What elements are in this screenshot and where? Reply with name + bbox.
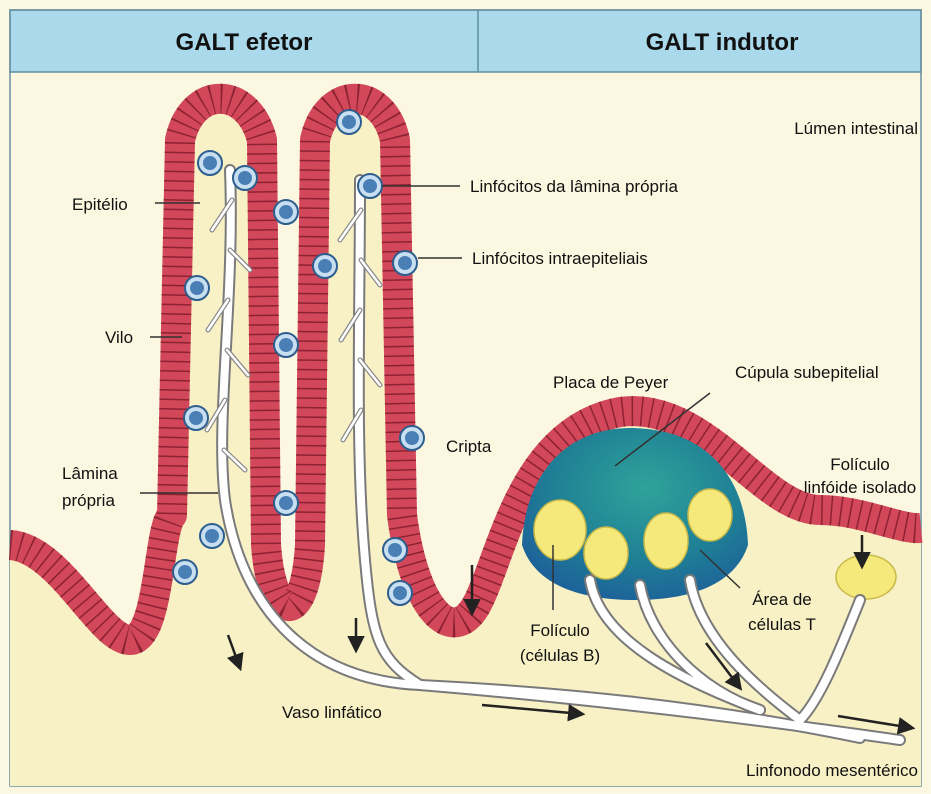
peyer-follicle-3 <box>644 513 688 569</box>
label-area-t-1: Área de <box>752 590 812 609</box>
label-iel: Linfócitos intraepiteliais <box>472 249 648 268</box>
peyer-follicle-4 <box>688 489 732 541</box>
label-linfonodo: Linfonodo mesentérico <box>746 761 918 780</box>
label-folic-b-1: Folículo <box>530 621 590 640</box>
label-lumen: Lúmen intestinal <box>794 119 918 138</box>
label-lamina-2: própria <box>62 491 115 510</box>
peyer-follicle-1 <box>534 500 586 560</box>
isolated-follicle <box>836 555 896 599</box>
lymphocyte <box>200 524 224 548</box>
label-vaso: Vaso linfático <box>282 703 382 722</box>
label-lp-lymphocytes: Linfócitos da lâmina própria <box>470 177 678 196</box>
label-folic-isolado-2: linfóide isolado <box>804 478 916 497</box>
header-galt-indutor: GALT indutor <box>646 29 799 56</box>
label-folic-b-2: (células B) <box>520 646 600 665</box>
label-area-t-2: células T <box>748 615 816 634</box>
lymphocyte <box>184 406 208 430</box>
lymphocyte <box>400 426 424 450</box>
label-cripta: Cripta <box>446 437 492 456</box>
header-galt-efetor: GALT efetor <box>176 29 313 56</box>
lymphocyte <box>393 251 417 275</box>
lymphocyte <box>274 491 298 515</box>
label-epitelio: Epitélio <box>72 195 128 214</box>
label-vilo: Vilo <box>105 328 133 347</box>
lymphocyte <box>274 200 298 224</box>
label-cupula: Cúpula subepitelial <box>735 363 879 382</box>
label-folic-isolado-1: Folículo <box>830 455 890 474</box>
lymphocyte <box>383 538 407 562</box>
lymphocyte <box>185 276 209 300</box>
peyer-follicle-2 <box>584 527 628 579</box>
lymphocyte <box>233 166 257 190</box>
label-lamina-1: Lâmina <box>62 464 118 483</box>
lymphocyte <box>198 151 222 175</box>
lymphocyte <box>313 254 337 278</box>
header-bar: GALT efetor GALT indutor <box>10 10 921 72</box>
lymphocyte <box>173 560 197 584</box>
label-placa: Placa de Peyer <box>553 373 669 392</box>
lymphocyte <box>358 174 382 198</box>
lymphocyte <box>388 581 412 605</box>
lymphocyte <box>274 333 298 357</box>
lymphocyte <box>337 110 361 134</box>
